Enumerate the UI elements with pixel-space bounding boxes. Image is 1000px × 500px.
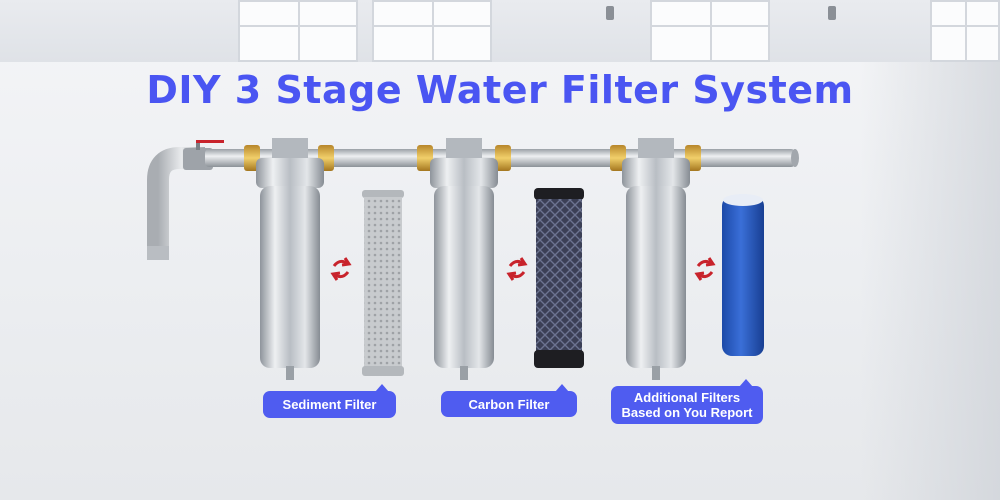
page-title: DIY 3 Stage Water Filter System bbox=[146, 68, 854, 112]
window bbox=[650, 0, 770, 62]
brass-fitting bbox=[417, 145, 433, 171]
wall-lamp-icon bbox=[606, 6, 614, 20]
sediment-filter-label: Sediment Filter bbox=[263, 384, 396, 418]
additional-filters-label: Additional Filters Based on You Report bbox=[611, 379, 763, 424]
window bbox=[372, 0, 492, 62]
filter-housing-1 bbox=[256, 138, 324, 380]
sediment-cartridge bbox=[362, 190, 404, 376]
outlet-pipe-end bbox=[791, 149, 799, 167]
valve-stem bbox=[196, 140, 200, 150]
blue-cartridge bbox=[722, 194, 764, 356]
swap-arrow-icon bbox=[506, 257, 528, 281]
window bbox=[238, 0, 358, 62]
brass-fitting bbox=[495, 145, 511, 171]
wall-lamp-icon bbox=[828, 6, 836, 20]
pipe-end bbox=[147, 246, 169, 260]
filter-housing-3 bbox=[622, 138, 690, 380]
building-background bbox=[0, 0, 1000, 62]
carbon-filter-label: Carbon Filter bbox=[441, 384, 577, 417]
carbon-cartridge bbox=[534, 188, 584, 368]
wall-shadow bbox=[860, 62, 1000, 500]
swap-arrow-icon bbox=[330, 257, 352, 281]
swap-arrow-icon bbox=[694, 257, 716, 281]
valve-handle-icon bbox=[196, 140, 224, 143]
window bbox=[930, 0, 1000, 62]
inlet-pipe bbox=[147, 147, 205, 258]
filter-housing-2 bbox=[430, 138, 498, 380]
